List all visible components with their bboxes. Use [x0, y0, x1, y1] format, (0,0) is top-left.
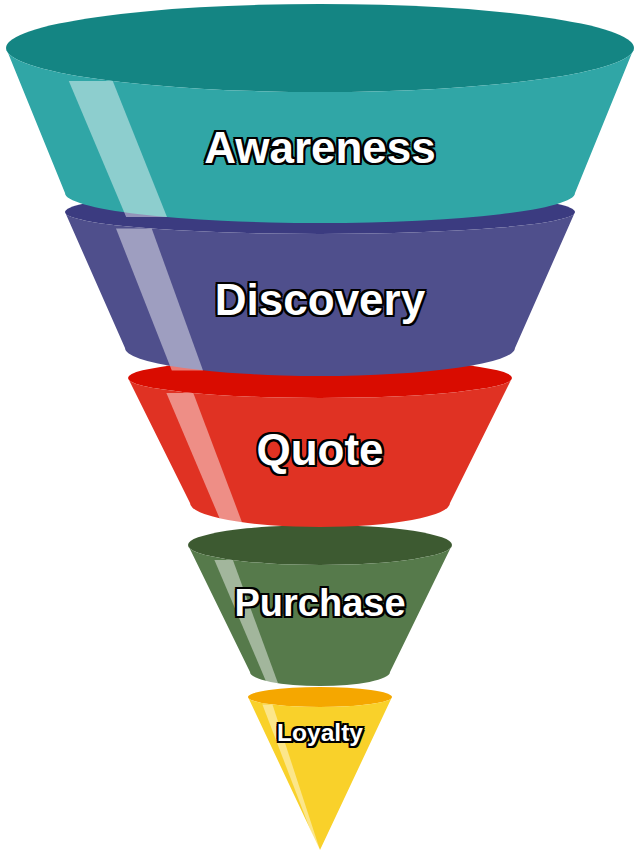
band-shape [248, 687, 392, 852]
stage-label: Awareness [204, 126, 436, 170]
awareness-band: Awareness [6, 4, 634, 225]
stage-label: Purchase [234, 584, 405, 622]
loyalty-band: Loyalty [248, 687, 392, 852]
stage-label: Quote [256, 428, 383, 472]
stage-label: Loyalty [277, 721, 363, 746]
quote-band: Quote [128, 358, 512, 529]
stage-label: Discovery [215, 278, 425, 322]
purchase-band: Purchase [188, 525, 452, 688]
band-shape [6, 4, 634, 225]
